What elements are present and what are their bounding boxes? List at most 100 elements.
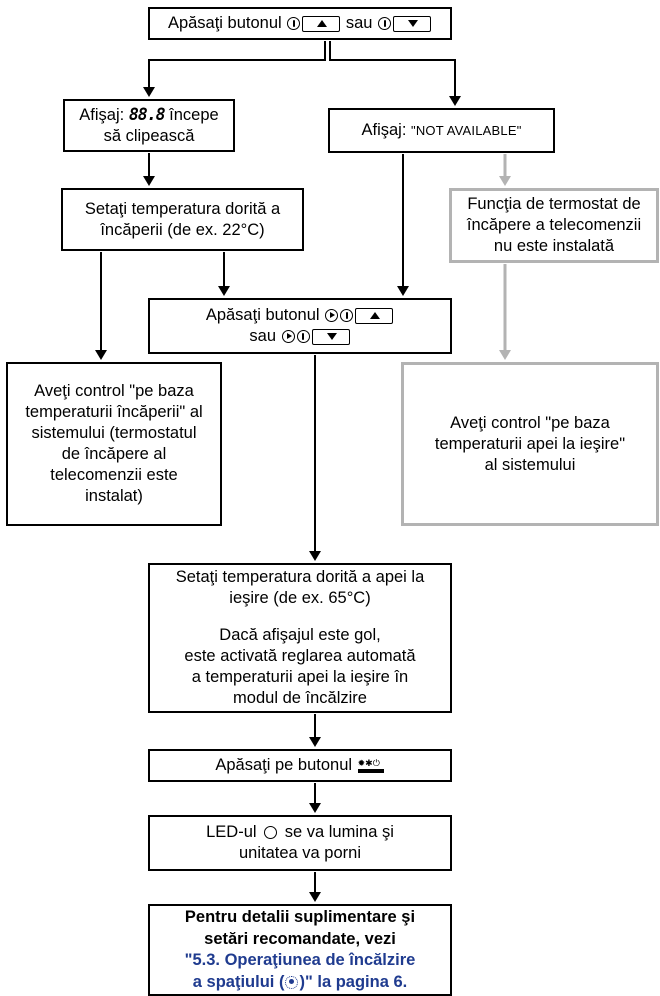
arrowhead [95, 350, 107, 360]
connector-press2-to-set-water [309, 355, 321, 561]
arrowhead [309, 551, 321, 561]
connector-set-water-to-press-onoff [309, 714, 321, 747]
node-text: 88.8 [128, 105, 166, 124]
node-text: a temperaturii apei la ieşire în [191, 668, 409, 686]
node-set-room-temperature: Setaţi temperatura dorită a încăperii (de… [61, 188, 304, 251]
node-text-line: "5.3. Operaţiunea de încălzire [185, 950, 416, 972]
connector-display-na-to-press2 [397, 154, 409, 296]
node-text-line: nu este instalată [494, 236, 614, 257]
down-button-icon [393, 15, 432, 32]
arrowhead [449, 96, 461, 106]
node-text-line: Setaţi temperatura dorită a [85, 199, 280, 220]
arrowhead [143, 87, 155, 97]
led-icon [264, 826, 278, 840]
arrowhead [143, 176, 155, 186]
arrowhead [309, 803, 321, 813]
node-text-line: să clipească [104, 126, 195, 147]
node-text: de încăpere al [61, 445, 167, 463]
thermometer-icon [378, 17, 392, 31]
connector-set-room-to-room-control [95, 252, 107, 360]
node-text: ieşire (de ex. 65°C) [229, 589, 371, 607]
arrowhead [499, 350, 511, 360]
node-text-line: Aveţi control "pe baza [34, 381, 194, 402]
connector-led-to-details [309, 872, 321, 902]
node-text: Setaţi temperatura dorită a [84, 199, 281, 218]
node-text-line: al sistemului [485, 455, 576, 476]
node-text: încăpere a telecomenzii [466, 216, 642, 234]
node-text: este activată reglarea automată [184, 647, 416, 665]
node-text-line: încăperii (de ex. 22°C) [100, 220, 264, 241]
node-text: unitatea va porni [238, 844, 361, 862]
node-text-line: Funcţia de termostat de [467, 194, 640, 215]
operation-button-icon: ✹✱⏻ [357, 758, 384, 773]
node-text-line: Apăsaţi pe butonul ✹✱⏻ [215, 755, 384, 776]
arrowhead [218, 286, 230, 296]
arrowhead [499, 176, 511, 186]
down-button-icon [311, 328, 350, 345]
node-text: Aveţi control "pe baza [34, 382, 194, 400]
node-display-blinking: Afişaj: 88.8 începe să clipească [63, 99, 235, 152]
arrowhead [397, 286, 409, 296]
node-text-line: este activată reglarea automată [184, 646, 415, 667]
node-text-line: temperaturii încăperii" al [25, 402, 202, 423]
node-text: să clipească [103, 127, 195, 145]
heating-icon [285, 975, 299, 989]
connector-set-room-to-press2 [218, 252, 230, 296]
up-button-icon [355, 307, 394, 324]
arrowhead [309, 892, 321, 902]
thermometer-icon [296, 330, 310, 344]
node-text-line: modul de încălzire [233, 688, 367, 709]
node-text: "NOT AVAILABLE" [411, 123, 522, 138]
node-text: începe [164, 106, 219, 124]
node-text: Apăsaţi butonul [205, 306, 325, 324]
node-text: Dacă afişajul este gol, [219, 626, 381, 644]
node-text: instalat) [85, 487, 143, 505]
node-room-temperature-control: Aveţi control "pe baza temperaturii încăp… [6, 362, 222, 526]
node-text: al sistemului [484, 455, 576, 474]
up-button-icon [302, 15, 341, 32]
play-circle-icon [325, 309, 339, 323]
node-press-button-up-down: Apăsaţi butonul sau [148, 7, 452, 40]
node-press-operation-button: Apăsaţi pe butonul ✹✱⏻ [148, 749, 452, 782]
connector-display-blink-to-set-room [143, 153, 155, 186]
node-text: nu este instalată [493, 237, 615, 255]
node-text: telecomenzii este [50, 466, 178, 484]
node-text-line: Afişaj: "NOT AVAILABLE" [361, 120, 521, 141]
node-text-line: Pentru detalii suplimentare şi [185, 907, 415, 929]
node-text-line: a temperaturii apei la ieşire în [192, 667, 408, 688]
node-display-not-available: Afişaj: "NOT AVAILABLE" [328, 108, 555, 153]
node-text: Afişaj: [79, 106, 129, 124]
link-text: )" la pagina 6. [299, 972, 408, 991]
node-text: Pentru detalii suplimentare şi [184, 908, 416, 926]
node-text-line: instalat) [85, 486, 143, 507]
node-text: sau [341, 14, 378, 32]
connector-press1-to-display-blink [143, 41, 326, 97]
play-circle-icon [281, 330, 295, 344]
node-text: modul de încălzire [233, 689, 367, 707]
connector-press-onoff-to-led [309, 783, 321, 813]
node-text-line: sistemului (termostatul [31, 423, 196, 444]
node-text: Setaţi temperatura dorită a apei la [175, 568, 425, 586]
node-text-line: unitatea va porni [239, 843, 361, 864]
node-set-outlet-water-temperature: Setaţi temperatura dorită a apei la ieşir… [148, 563, 452, 713]
node-text-line: Aveţi control "pe baza [450, 413, 610, 434]
node-text-line: telecomenzii este [50, 465, 177, 486]
node-text: sistemului (termostatul [31, 424, 197, 442]
node-text-line: de încăpere al [62, 444, 167, 465]
node-text: Apăsaţi pe butonul [215, 756, 357, 774]
connector-press1-to-display-na [329, 41, 461, 106]
link-text: "5.3. Operaţiunea de încălzire [184, 951, 416, 969]
thermometer-icon [340, 309, 354, 323]
arrowhead [309, 737, 321, 747]
node-text-line: LED-ul se va lumina şi [206, 822, 394, 843]
node-text-line: Apăsaţi butonul [206, 305, 394, 326]
link-text: a spaţiului ( [192, 972, 285, 991]
connector-not-installed-to-outlet-control [499, 264, 511, 360]
node-text-line: încăpere a telecomenzii [467, 215, 641, 236]
node-text-line: ieşire (de ex. 65°C) [229, 588, 370, 609]
